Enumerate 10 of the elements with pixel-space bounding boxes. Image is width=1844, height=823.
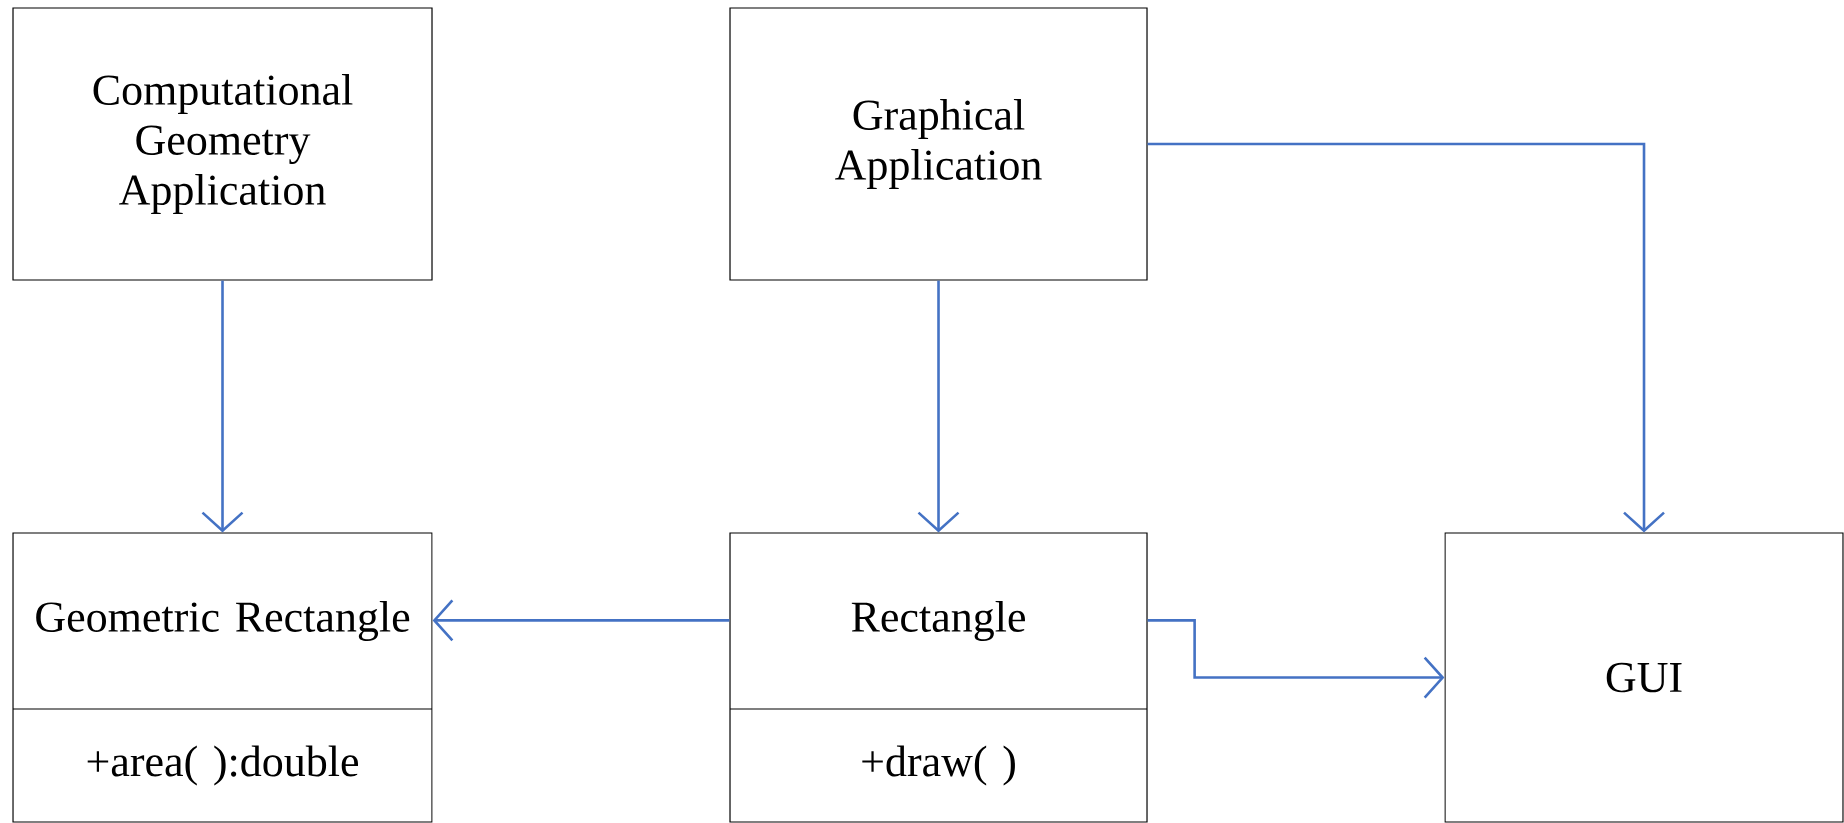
box: GUI [1444,532,1844,823]
arrow [917,280,960,533]
box: Graphical Application [729,7,1148,281]
arrow [432,599,730,642]
arrow [1147,142,1665,533]
arrow [1147,619,1445,699]
class-box: Rectangle +draw( ) [729,532,1148,823]
arrow [201,280,244,533]
class-box: Geometric Rectangle +area( ):double [12,532,433,823]
box: Computational Geometry Application [12,7,433,281]
